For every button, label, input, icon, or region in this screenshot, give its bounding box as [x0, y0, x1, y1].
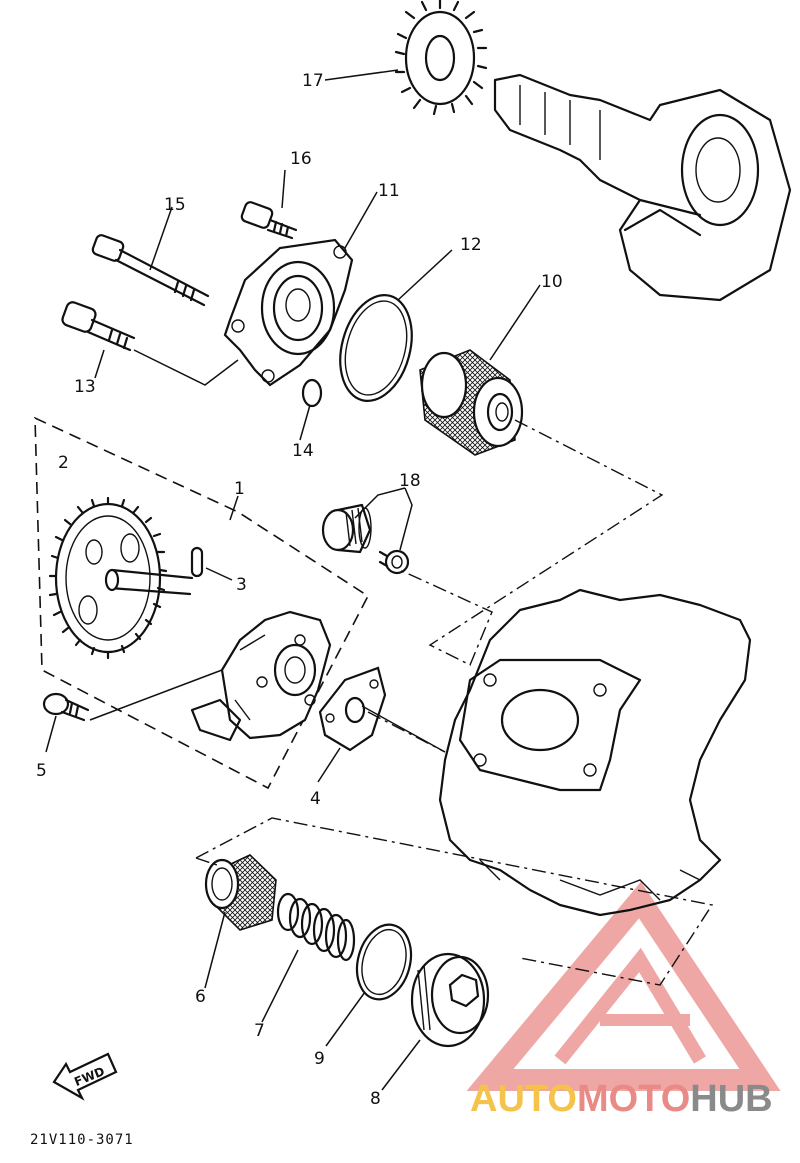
part-3-pin — [190, 546, 204, 578]
part-14-small-o-ring — [301, 378, 323, 408]
part-16-bolt — [240, 201, 298, 240]
callout-12: 12 — [460, 235, 482, 255]
callout-10: 10 — [541, 272, 563, 292]
diagram-reference-code: 21V110-3071 — [30, 1132, 134, 1148]
part-15-long-bolt — [91, 234, 210, 307]
callout-3: 3 — [236, 575, 247, 595]
callout-14: 14 — [292, 441, 314, 461]
part-6-oil-strainer — [204, 854, 277, 931]
watermark-auto: AUTO — [470, 1078, 577, 1120]
part-11-filter-cover — [223, 238, 354, 387]
part-2-pump-gear — [48, 496, 194, 660]
callout-6: 6 — [195, 987, 206, 1007]
callout-11: 11 — [378, 181, 400, 201]
callout-16: 16 — [290, 149, 312, 169]
part-18-screw — [378, 549, 410, 575]
callout-13: 13 — [74, 377, 96, 397]
part-7-spring — [276, 892, 356, 962]
oil-flow-phantom-line — [399, 419, 664, 666]
part-8-drain-plug — [410, 952, 490, 1048]
part-12-o-ring — [339, 294, 413, 402]
callout-7: 7 — [254, 1021, 265, 1041]
part-18-strainer — [321, 503, 372, 554]
part-13-bolt — [61, 301, 136, 352]
callout-2: 2 — [58, 453, 69, 473]
callout-5: 5 — [36, 761, 47, 781]
callout-8: 8 — [370, 1089, 381, 1109]
watermark-hub: HUB — [690, 1078, 773, 1120]
part-10-oil-filter — [419, 349, 524, 456]
forward-direction-arrow: FWD — [52, 1052, 118, 1101]
part-4-gasket-plate — [318, 666, 446, 753]
callout-17: 17 — [302, 71, 324, 91]
part-5-screw — [42, 692, 90, 722]
watermark-logo — [466, 881, 781, 1091]
callout-4: 4 — [310, 789, 321, 809]
part-17-sprocket — [394, 0, 488, 116]
watermark-moto: MOTO — [576, 1078, 691, 1120]
oil-pump-body — [190, 610, 332, 742]
callout-15: 15 — [164, 195, 186, 215]
callout-9: 9 — [314, 1049, 325, 1069]
callout-18: 18 — [399, 471, 421, 491]
pump-axis-line — [367, 711, 446, 753]
strainer-phantom-line — [195, 817, 714, 986]
part-9-o-ring — [355, 923, 413, 1001]
callout-1: 1 — [234, 479, 245, 499]
callout-labels: 17 16 11 12 10 15 13 14 18 1 2 3 5 4 6 7… — [36, 71, 563, 1109]
crankshaft — [493, 73, 792, 302]
leader-lines — [45, 69, 541, 1091]
engine-crankcase — [438, 588, 752, 917]
watermark-text: AUTOMOTOHUB — [470, 1078, 773, 1121]
